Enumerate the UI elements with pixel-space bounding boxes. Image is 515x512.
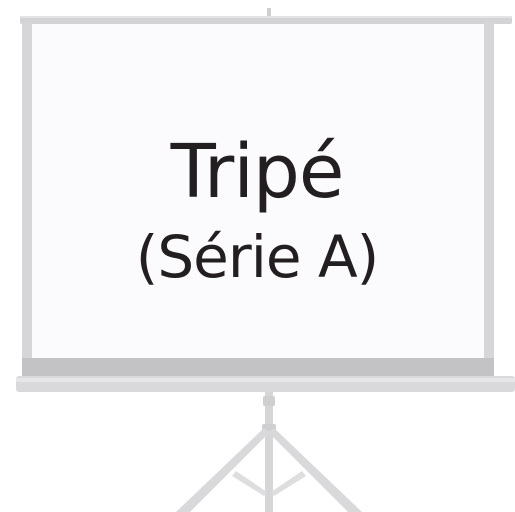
screen-left-frame (22, 22, 32, 368)
tripod-right-leg (268, 428, 362, 512)
tripod-left-brace (232, 471, 267, 496)
top-hook (267, 8, 271, 20)
screen-surface (32, 24, 484, 358)
screen-title: Tripé (170, 129, 345, 215)
screen-right-frame (484, 22, 494, 368)
tripod-collar (263, 396, 275, 406)
screen-content: Tripé (Série A) (32, 24, 482, 358)
screen-bottom-band (22, 358, 494, 376)
tripod-pole (265, 392, 273, 512)
tripod-right-brace (271, 471, 306, 496)
screen-subtitle: (Série A) (135, 223, 380, 291)
tripod-left-leg (176, 428, 270, 512)
